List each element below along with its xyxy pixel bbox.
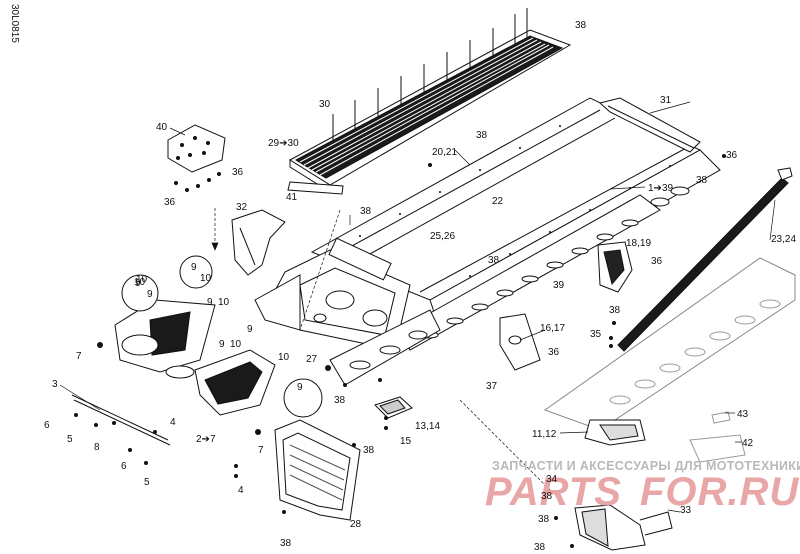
label-38f: 38 [609,305,621,316]
part-18-19 [597,241,633,293]
label-38h: 38 [363,445,375,456]
label-38j: 38 [541,491,553,502]
label-4a: 4 [170,417,176,428]
label-3: 3 [52,379,58,390]
label-5a: 5 [67,434,73,445]
hardware-callout-circles [121,255,323,418]
label-18-19: 18,19 [626,238,651,249]
label-7b: 7 [258,445,264,456]
label-25-26: 25,26 [430,231,455,242]
label-36c: 36 [726,150,738,161]
label-28: 28 [350,519,362,530]
label-38e: 38 [488,255,500,266]
label-38c: 38 [696,175,708,186]
part-42 [689,434,746,463]
label-20-21: 20,21 [432,147,457,158]
label-38a: 38 [575,20,587,31]
label-6b: 6 [121,461,127,472]
label-36a: 36 [232,167,244,178]
label-11-12: 11,12 [532,429,557,440]
label-15: 15 [400,436,412,447]
main-tunnel [254,97,721,386]
front-strip [287,181,344,195]
label-43: 43 [737,409,749,420]
watermark-brand-right: FOR.RU [640,470,799,514]
heat-panel-28 [274,419,361,521]
circle-label-9a: 9 [147,289,153,300]
label-10d: 10 [230,339,242,350]
label-2-7: 2➔7 [196,434,216,445]
label-6a: 6 [44,420,50,431]
part-labels: 1➔39 2➔7 3 4 4 5 5 6 6 7 7 8 9 10 9 10 9… [44,20,796,553]
bracket-33 [574,504,673,551]
label-9c: 9 [207,297,213,308]
label-10f: 10 [136,274,148,285]
label-31: 31 [660,95,672,106]
label-30: 30 [319,99,331,110]
label-8: 8 [94,442,100,453]
label-41: 41 [286,192,298,203]
part-13-14 [374,396,413,419]
tie-rod-3 [71,394,171,446]
label-38i: 38 [280,538,292,549]
label-4b: 4 [238,485,244,496]
label-9e: 9 [247,324,253,335]
leader-lines [59,101,776,513]
label-40: 40 [156,122,168,133]
label-32: 32 [236,202,248,213]
label-38d: 38 [360,206,372,217]
part-40 [167,124,226,173]
label-42: 42 [742,438,754,449]
label-29-30: 29➔30 [268,138,299,149]
bracket-32 [231,209,286,276]
watermark-line: ЗАПЧАСТИ И АКСЕССУАРЫ ДЛЯ МОТОТЕХНИКИ [492,459,800,473]
label-39: 39 [553,280,565,291]
label-36e: 36 [548,347,560,358]
label-5b: 5 [144,477,150,488]
fasteners [74,154,726,548]
watermark: ЗАПЧАСТИ И АКСЕССУАРЫ ДЛЯ МОТОТЕХНИКИ PA… [485,459,800,514]
part-43 [711,411,731,424]
label-23-24: 23,24 [771,234,796,245]
label-10b: 10 [200,273,212,284]
label-22: 22 [492,196,504,207]
bumper-11-12 [584,419,646,446]
circle-labels: 10 9 [134,277,153,300]
label-9d: 9 [219,339,225,350]
label-13-14: 13,14 [415,421,440,432]
watermark-brand-left: PARTS [485,470,622,514]
label-37: 37 [486,381,498,392]
label-16-17: 16,17 [540,323,565,334]
label-35: 35 [590,329,602,340]
front-frame-2-7 [114,299,276,416]
label-38l: 38 [534,542,546,553]
label-1-39: 1➔39 [648,183,674,194]
label-33: 33 [680,505,692,516]
bracket-16-17 [499,313,541,371]
label-36b: 36 [164,197,176,208]
label-38k: 38 [538,514,550,525]
label-9b: 9 [191,262,197,273]
circle-label-10a: 10 [134,277,146,288]
running-board [289,8,572,193]
label-27: 27 [306,354,318,365]
label-9: 9 [135,278,141,289]
label-7a: 7 [76,351,82,362]
label-10e: 10 [278,352,290,363]
label-38b: 38 [476,130,488,141]
diagram-code: 30L0815 [9,4,20,43]
rear-bracket-31 [598,97,701,153]
rear-pan [543,257,796,431]
label-38g: 38 [334,395,346,406]
label-36d: 36 [651,256,663,267]
rail-23-24 [617,167,793,352]
label-10c: 10 [218,297,230,308]
label-9f: 9 [297,382,303,393]
label-34: 34 [546,474,558,485]
